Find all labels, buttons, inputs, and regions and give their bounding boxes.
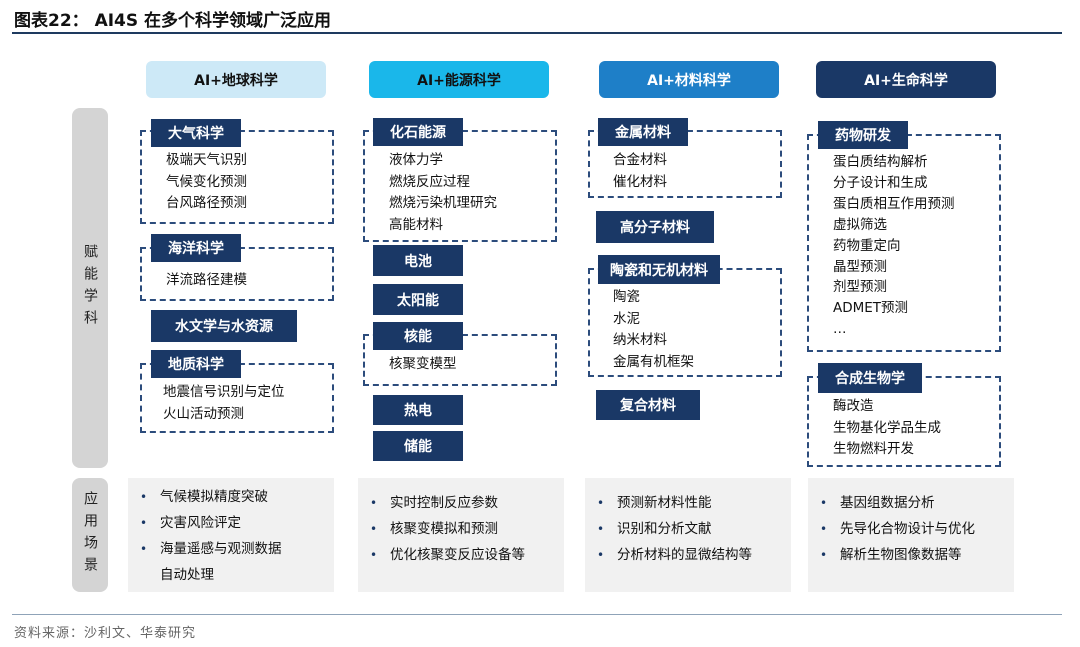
tag-ocean-science: 海洋科学 bbox=[151, 234, 241, 262]
item-nano: 纳米材料 bbox=[613, 332, 667, 348]
tag-energy-storage: 储能 bbox=[373, 431, 463, 461]
side-label-disciplines-text: 赋能学科 bbox=[82, 244, 98, 332]
item-ceramics: 陶瓷 bbox=[613, 289, 640, 305]
app-box-energy: 实时控制反应参数 核聚变模拟和预测 优化核聚变反应设备等 bbox=[358, 478, 564, 592]
app-box-life: 基因组数据分析 先导化合物设计与优化 解析生物图像数据等 bbox=[808, 478, 1014, 592]
item-energetic-materials: 高能材料 bbox=[389, 216, 443, 233]
item-ocean-current: 洋流路径建模 bbox=[166, 272, 247, 288]
app-item: 识别和分析文献 bbox=[585, 516, 791, 542]
item-cement: 水泥 bbox=[613, 310, 640, 327]
item-combustion-pollution: 燃烧污染机理研究 bbox=[389, 195, 497, 211]
app-box-materials: 预测新材料性能 识别和分析文献 分析材料的显微结构等 bbox=[585, 478, 791, 592]
app-item: 灾害风险评定 bbox=[128, 510, 334, 536]
item-catalytic: 催化材料 bbox=[613, 173, 667, 190]
item-fluid-mechanics: 液体力学 bbox=[389, 152, 443, 168]
figure-title: 图表22： AI4S 在多个科学领域广泛应用 bbox=[14, 11, 332, 31]
tag-drug-rd: 药物研发 bbox=[818, 121, 908, 149]
item-volcano: 火山活动预测 bbox=[163, 405, 244, 422]
side-label-disciplines: 赋能学科 bbox=[72, 108, 108, 468]
tag-synthetic-biology: 合成生物学 bbox=[818, 363, 922, 393]
tag-fossil-energy: 化石能源 bbox=[373, 118, 463, 146]
item-drug-repurposing: 药物重定向 bbox=[833, 237, 901, 254]
header-earth-science: AI+地球科学 bbox=[146, 61, 326, 98]
items-geology: 地震信号识别与定位 火山活动预测 bbox=[163, 382, 285, 425]
item-enzyme: 酶改造 bbox=[833, 398, 874, 414]
items-ocean: 洋流路径建模 bbox=[166, 270, 247, 292]
footer-rule bbox=[12, 614, 1062, 615]
item-seismic-signal: 地震信号识别与定位 bbox=[163, 384, 285, 400]
app-item: 预测新材料性能 bbox=[585, 490, 791, 516]
header-life-science-label: AI+生命科学 bbox=[864, 72, 948, 89]
tag-battery: 电池 bbox=[373, 245, 463, 276]
item-biobased-chemicals: 生物基化学品生成 bbox=[833, 419, 941, 436]
app-item: 优化核聚变反应设备等 bbox=[358, 542, 564, 568]
header-materials-science-label: AI+材料科学 bbox=[647, 72, 731, 89]
item-mof: 金属有机框架 bbox=[613, 353, 694, 370]
items-synbio: 酶改造 生物基化学品生成 生物燃料开发 bbox=[833, 396, 941, 461]
title-rule bbox=[12, 32, 1062, 34]
items-atmosphere: 极端天气识别 气候变化预测 台风路径预测 bbox=[166, 150, 247, 215]
tag-ceramics-inorganic: 陶瓷和无机材料 bbox=[598, 255, 720, 284]
tag-metal-materials: 金属材料 bbox=[598, 118, 688, 146]
item-dosage-form: 剂型预测 bbox=[833, 279, 887, 296]
header-energy-science: AI+能源科学 bbox=[369, 61, 549, 98]
item-ellipsis: … bbox=[833, 321, 847, 338]
tag-composite: 复合材料 bbox=[596, 390, 700, 420]
app-box-earth: 气候模拟精度突破 灾害风险评定 海量遥感与观测数据 自动处理 bbox=[128, 478, 334, 592]
app-item: 分析材料的显微结构等 bbox=[585, 542, 791, 568]
app-item: 实时控制反应参数 bbox=[358, 490, 564, 516]
tag-thermoelectric: 热电 bbox=[373, 395, 463, 425]
items-fossil: 液体力学 燃烧反应过程 燃烧污染机理研究 高能材料 bbox=[389, 150, 497, 236]
app-item: 基因组数据分析 bbox=[808, 490, 1014, 516]
header-materials-science: AI+材料科学 bbox=[599, 61, 779, 98]
tag-solar: 太阳能 bbox=[373, 284, 463, 315]
tag-hydrology: 水文学与水资源 bbox=[151, 310, 297, 342]
item-protein-interaction: 蛋白质相互作用预测 bbox=[833, 195, 955, 212]
item-climate-change: 气候变化预测 bbox=[166, 173, 247, 190]
side-label-scenarios-text: 应用场景 bbox=[82, 491, 98, 579]
app-item-continuation: 自动处理 bbox=[160, 567, 214, 583]
source-note: 资料来源：沙利文、华泰研究 bbox=[14, 626, 197, 641]
side-label-scenarios: 应用场景 bbox=[72, 478, 108, 592]
tag-polymer: 高分子材料 bbox=[596, 211, 714, 243]
item-fusion-model: 核聚变模型 bbox=[389, 356, 457, 372]
item-typhoon-path: 台风路径预测 bbox=[166, 195, 247, 211]
tag-atmospheric-science: 大气科学 bbox=[151, 119, 241, 147]
item-alloy: 合金材料 bbox=[613, 152, 667, 168]
app-item: 海量遥感与观测数据 bbox=[128, 536, 334, 562]
header-earth-science-label: AI+地球科学 bbox=[194, 72, 278, 89]
items-metal: 合金材料 催化材料 bbox=[613, 150, 667, 193]
app-item: 先导化合物设计与优化 bbox=[808, 516, 1014, 542]
item-crystal-form: 晶型预测 bbox=[833, 258, 887, 275]
item-molecule-design: 分子设计和生成 bbox=[833, 174, 928, 191]
app-item: 核聚变模拟和预测 bbox=[358, 516, 564, 542]
tag-geology: 地质科学 bbox=[151, 350, 241, 378]
item-extreme-weather: 极端天气识别 bbox=[166, 152, 247, 168]
item-virtual-screening: 虚拟筛选 bbox=[833, 216, 887, 233]
item-admet: ADMET预测 bbox=[833, 300, 909, 317]
item-combustion-process: 燃烧反应过程 bbox=[389, 173, 470, 190]
item-protein-structure: 蛋白质结构解析 bbox=[833, 154, 928, 170]
header-energy-science-label: AI+能源科学 bbox=[417, 72, 501, 89]
app-item: 气候模拟精度突破 bbox=[128, 484, 334, 510]
items-ceramics: 陶瓷 水泥 纳米材料 金属有机框架 bbox=[613, 287, 694, 373]
tag-nuclear: 核能 bbox=[373, 322, 463, 350]
header-life-science: AI+生命科学 bbox=[816, 61, 996, 98]
items-drug: 蛋白质结构解析 分子设计和生成 蛋白质相互作用预测 虚拟筛选 药物重定向 晶型预… bbox=[833, 152, 955, 340]
app-item: 解析生物图像数据等 bbox=[808, 542, 1014, 568]
item-biofuel: 生物燃料开发 bbox=[833, 441, 914, 457]
items-nuclear: 核聚变模型 bbox=[389, 354, 457, 376]
